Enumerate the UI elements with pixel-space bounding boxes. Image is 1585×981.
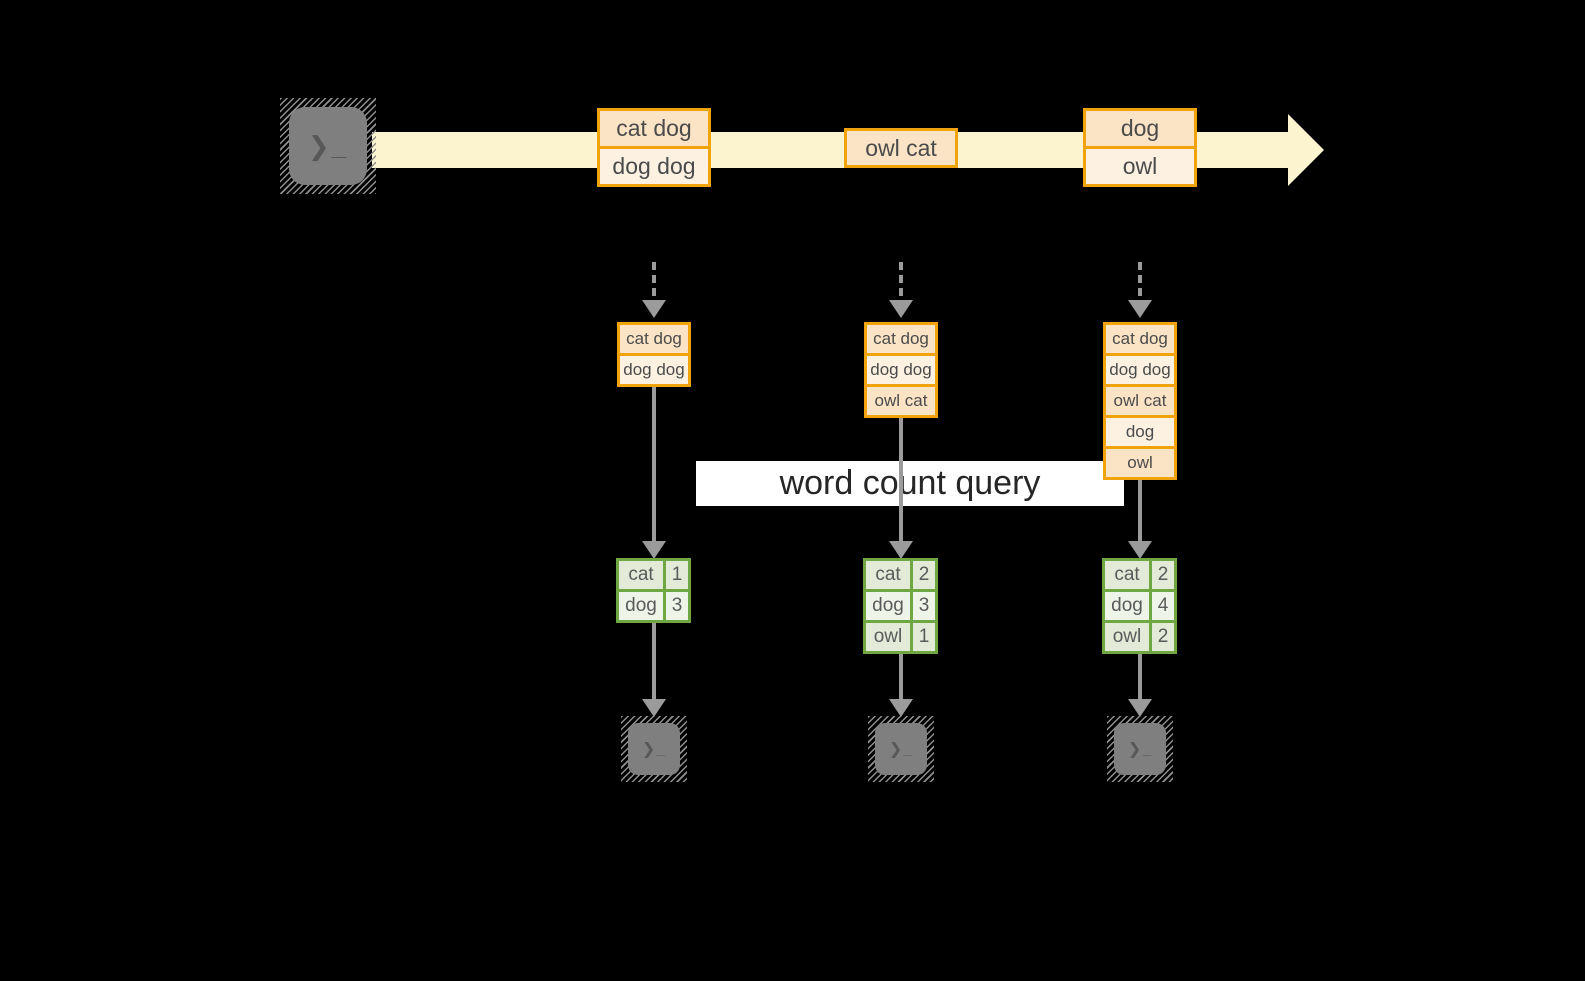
terminal-icon: ❯_ [1107,716,1173,782]
dashed-arrow [899,262,903,296]
output-arrowhead-icon [1128,699,1152,717]
count-value: 3 [913,592,935,620]
prompt-icon: ❯_ [1127,741,1153,758]
buffer-row: cat dog [867,325,935,353]
count-table: cat 1 dog 3 [616,558,691,623]
output-arrow [1138,654,1142,700]
count-word: cat [1105,561,1149,589]
query-arrow [1138,480,1142,542]
output-arrow [899,654,903,700]
query-banner-label: word count query [779,464,1041,502]
prompt-icon: ❯_ [888,741,914,758]
terminal-icon: ❯_ [621,716,687,782]
count-table: cat 2 dog 4 owl 2 [1102,558,1177,654]
count-row: cat 2 [1105,561,1174,589]
buffer-row: owl [1106,449,1174,477]
dashed-arrow [652,262,656,296]
stream-event-box: owl cat [844,128,958,168]
output-arrow [652,623,656,700]
count-word: dog [1105,592,1149,620]
dashed-arrowhead-icon [1128,300,1152,318]
output-arrowhead-icon [889,699,913,717]
buffer-row: cat dog [1106,325,1174,353]
count-row: owl 2 [1105,623,1174,651]
stream-event: owl cat [847,131,955,165]
count-word: owl [866,623,910,651]
stream-event: owl [1086,149,1194,184]
count-row: cat 2 [866,561,935,589]
count-value: 1 [666,561,688,589]
query-arrow [652,387,656,542]
event-buffer: cat dog dog dog owl cat dog owl [1103,322,1177,480]
count-row: dog 3 [866,592,935,620]
query-banner: word count query [696,461,1124,506]
stream-event: dog [1086,111,1194,146]
buffer-row: owl cat [1106,387,1174,415]
count-word: owl [1105,623,1149,651]
terminal-icon: ❯_ [868,716,934,782]
terminal-icon: ❯_ [280,98,376,194]
count-word: dog [866,592,910,620]
stream-event: dog dog [600,149,708,184]
stream-event-box: cat dog dog dog [597,108,711,187]
count-value: 1 [913,623,935,651]
dashed-arrow [1138,262,1142,296]
query-arrowhead-icon [889,541,913,559]
count-value: 2 [1152,623,1174,651]
terminal-screen: ❯_ [1114,723,1166,775]
dashed-arrowhead-icon [642,300,666,318]
buffer-row: dog dog [867,356,935,384]
count-word: dog [619,592,663,620]
count-row: dog 3 [619,592,688,620]
count-row: dog 4 [1105,592,1174,620]
terminal-screen: ❯_ [289,107,367,185]
output-arrowhead-icon [642,699,666,717]
event-buffer: cat dog dog dog [617,322,691,387]
query-arrow [899,418,903,542]
buffer-row: dog dog [620,356,688,384]
count-table: cat 2 dog 3 owl 1 [863,558,938,654]
event-buffer: cat dog dog dog owl cat [864,322,938,418]
buffer-row: dog [1106,418,1174,446]
query-arrowhead-icon [642,541,666,559]
count-value: 2 [1152,561,1174,589]
dashed-arrowhead-icon [889,300,913,318]
count-row: owl 1 [866,623,935,651]
query-arrowhead-icon [1128,541,1152,559]
stream-arrowhead-icon [1288,114,1324,186]
stream-event-box: dog owl [1083,108,1197,187]
stream-event: cat dog [600,111,708,146]
buffer-row: dog dog [1106,356,1174,384]
count-row: cat 1 [619,561,688,589]
terminal-screen: ❯_ [628,723,680,775]
terminal-screen: ❯_ [875,723,927,775]
count-value: 3 [666,592,688,620]
count-word: cat [619,561,663,589]
count-word: cat [866,561,910,589]
buffer-row: cat dog [620,325,688,353]
count-value: 4 [1152,592,1174,620]
buffer-row: owl cat [867,387,935,415]
prompt-icon: ❯_ [641,741,667,758]
prompt-icon: ❯_ [307,130,349,161]
count-value: 2 [913,561,935,589]
